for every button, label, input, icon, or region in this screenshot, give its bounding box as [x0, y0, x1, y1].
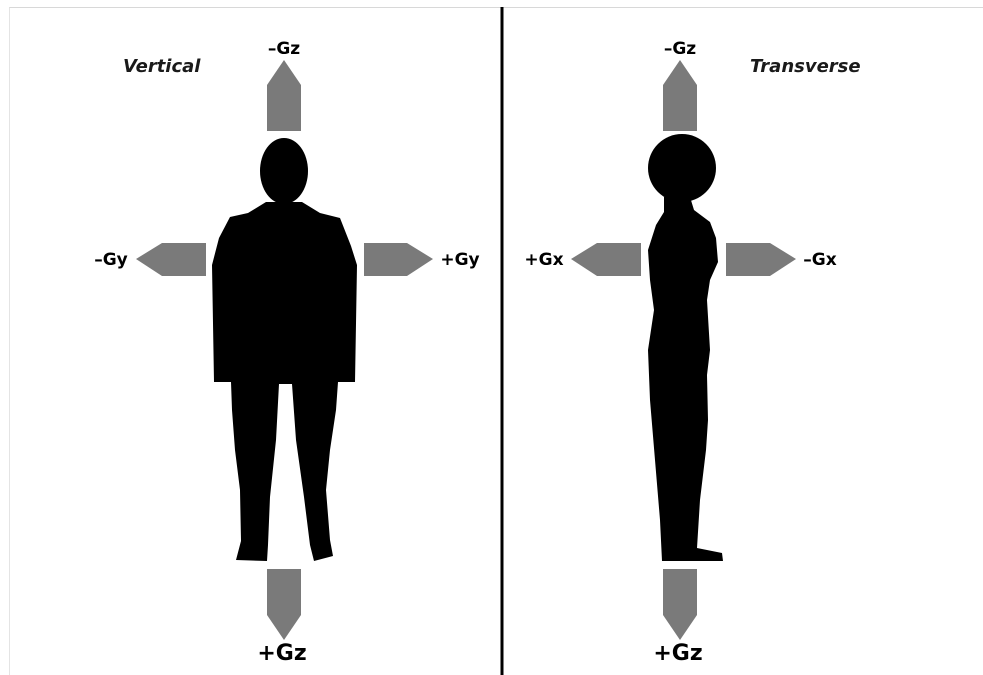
- label-pos-gx: +Gx: [524, 250, 563, 270]
- human-side-silhouette: [648, 134, 723, 561]
- label-pos-gz: +Gz: [257, 641, 306, 666]
- label-pos-gy: +Gy: [440, 250, 479, 270]
- label-neg-gy: –Gy: [94, 250, 128, 270]
- arrow-left-icon: [136, 243, 206, 276]
- vertical-title: Vertical: [123, 56, 201, 77]
- label-neg-gz: –Gz: [664, 39, 696, 59]
- label-pos-gz: +Gz: [653, 641, 702, 666]
- arrow-right-icon: [726, 243, 796, 276]
- label-neg-gx: –Gx: [803, 250, 836, 270]
- arrow-up-icon: [663, 60, 697, 131]
- vertical-panel: Vertical –Gz +Gz –Gy +Gy: [94, 39, 479, 666]
- diagram-frame: [9, 7, 983, 675]
- transverse-title: Transverse: [750, 56, 861, 77]
- arrow-down-icon: [663, 569, 697, 640]
- arrow-left-icon: [571, 243, 641, 276]
- transverse-panel: Transverse –Gz +Gz +Gx –Gx: [524, 39, 860, 666]
- label-neg-gz: –Gz: [268, 39, 300, 59]
- human-front-silhouette: [212, 138, 357, 561]
- arrow-up-icon: [267, 60, 301, 131]
- arrow-down-icon: [267, 569, 301, 640]
- arrow-right-icon: [364, 243, 433, 276]
